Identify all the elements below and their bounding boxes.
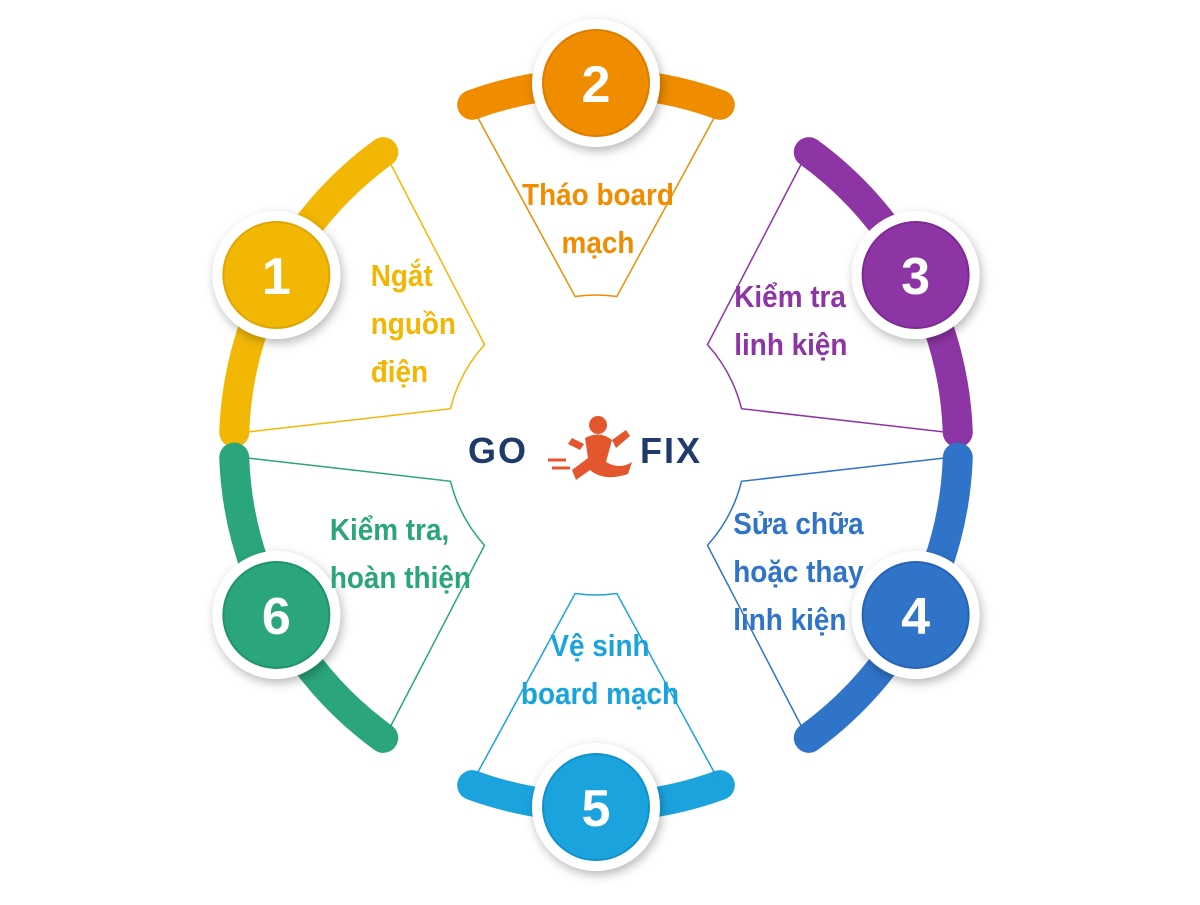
step-3-line-2: linh kiện (734, 327, 848, 363)
step-1-segment-outline (242, 158, 486, 434)
logo-fix-text: FIX (640, 430, 702, 471)
step-4-label: Sửa chữa hoặc thay linh kiện (733, 500, 863, 644)
step-2-segment-outline (474, 111, 718, 298)
step-6-line-1: Kiểm tra, (329, 512, 450, 547)
step-1-badge: 1 (212, 211, 341, 340)
step-6-number: 6 (262, 588, 291, 646)
logo-go-text: GO (468, 430, 528, 471)
step-4-number: 4 (901, 588, 930, 646)
step-6-label: Kiểm tra, hoàn thiện (330, 506, 471, 602)
step-3-number: 3 (901, 248, 930, 306)
step-1-label: Ngắt nguồn điện (371, 252, 456, 396)
step-5-segment-outline (474, 592, 718, 779)
step-4-line-3: linh kiện (733, 602, 847, 638)
step-4-line-2: hoặc thay (733, 554, 864, 590)
step-2-label: Tháo board mạch (517, 171, 679, 267)
step-2-line-2: mạch (561, 225, 635, 261)
step-1-line-2: nguồn (370, 306, 456, 342)
step-3-label: Kiểm tra linh kiện (734, 273, 847, 369)
step-3-badge-fill (862, 222, 969, 329)
step-4-badge: 4 (851, 550, 980, 679)
step-5-number: 5 (582, 780, 611, 838)
step-6-line-2: hoàn thiện (329, 560, 471, 596)
step-1-badge-edge (222, 221, 331, 330)
step-6-badge-edge (222, 560, 331, 669)
step-1-number: 1 (262, 248, 291, 306)
step-6-badge: 6 (212, 550, 341, 679)
step-4-line-1: Sửa chữa (733, 506, 864, 541)
step-6-badge-fill (223, 561, 330, 668)
step-1-line-1: Ngắt (370, 258, 433, 293)
step-4-badge-fill (862, 561, 969, 668)
step-5-line-1: Vệ sinh (550, 628, 650, 663)
step-4-badge-edge (861, 560, 970, 669)
step-2-badge: 2 (532, 19, 660, 147)
step-6-segment-outline (242, 456, 486, 732)
step-5-badge-edge (542, 753, 650, 861)
step-4-segment-outline (706, 456, 950, 732)
step-3-line-1: Kiểm tra (734, 279, 846, 314)
step-3-segment-outline (706, 158, 950, 434)
logo-mascot-icon (548, 416, 632, 480)
step-2-number: 2 (582, 56, 611, 114)
gofix-logo: GO FIX (468, 416, 702, 480)
step-2-line-1: Tháo board (522, 177, 674, 212)
step-5-label: Vệ sinh board mạch (519, 622, 681, 718)
step-5-line-2: board mạch (520, 676, 680, 712)
step-3-badge-edge (861, 221, 970, 330)
step-3-badge: 3 (851, 211, 980, 340)
step-1-badge-fill (223, 222, 330, 329)
step-2-badge-fill (543, 30, 649, 136)
step-5-badge: 5 (532, 743, 660, 871)
step-5-badge-fill (543, 754, 649, 860)
step-1-line-3: điện (370, 354, 429, 390)
step-2-badge-edge (542, 29, 650, 137)
